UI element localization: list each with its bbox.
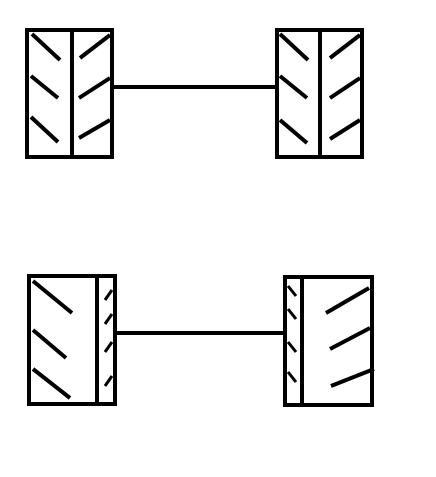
worn-tread-mark: [286, 308, 298, 320]
wheel-outline: [27, 274, 117, 406]
worn-tread-mark: [103, 313, 114, 325]
tread-line: [30, 32, 62, 62]
tread-line: [278, 118, 309, 145]
tread-line: [278, 32, 310, 62]
tread-pattern: [29, 32, 112, 144]
worn-tread-mark: [286, 285, 298, 297]
tread-line: [77, 118, 112, 140]
tread-line: [29, 74, 60, 100]
wheel-outline: [25, 28, 114, 159]
wheel-outline: [283, 275, 374, 407]
tread-line: [328, 118, 362, 141]
upper-axle: [25, 28, 364, 159]
lower-right-wheel: [283, 275, 375, 407]
tread-line: [31, 328, 68, 360]
tread-line: [324, 286, 371, 315]
tread-line: [31, 279, 74, 315]
lower-axle: [27, 274, 375, 407]
tread-line: [78, 33, 112, 60]
tread-line: [329, 326, 371, 351]
tread-line: [328, 76, 362, 100]
tread-pattern: [286, 285, 375, 388]
worn-tread-mark: [103, 289, 114, 301]
tread-line: [31, 367, 72, 400]
tread-line: [77, 76, 112, 100]
upper-left-wheel: [25, 28, 114, 159]
tread-line: [29, 115, 60, 144]
worn-tread-mark: [286, 371, 298, 383]
worn-tread-mark: [286, 341, 298, 353]
tread-pattern: [278, 32, 362, 145]
worn-tread-mark: [103, 375, 114, 387]
tread-pattern: [31, 279, 114, 400]
worn-tread-mark: [103, 341, 114, 353]
upper-right-wheel: [275, 28, 364, 159]
tread-line: [330, 367, 375, 388]
tread-line: [278, 74, 309, 100]
lower-left-wheel: [27, 274, 117, 406]
tread-line: [328, 33, 362, 60]
